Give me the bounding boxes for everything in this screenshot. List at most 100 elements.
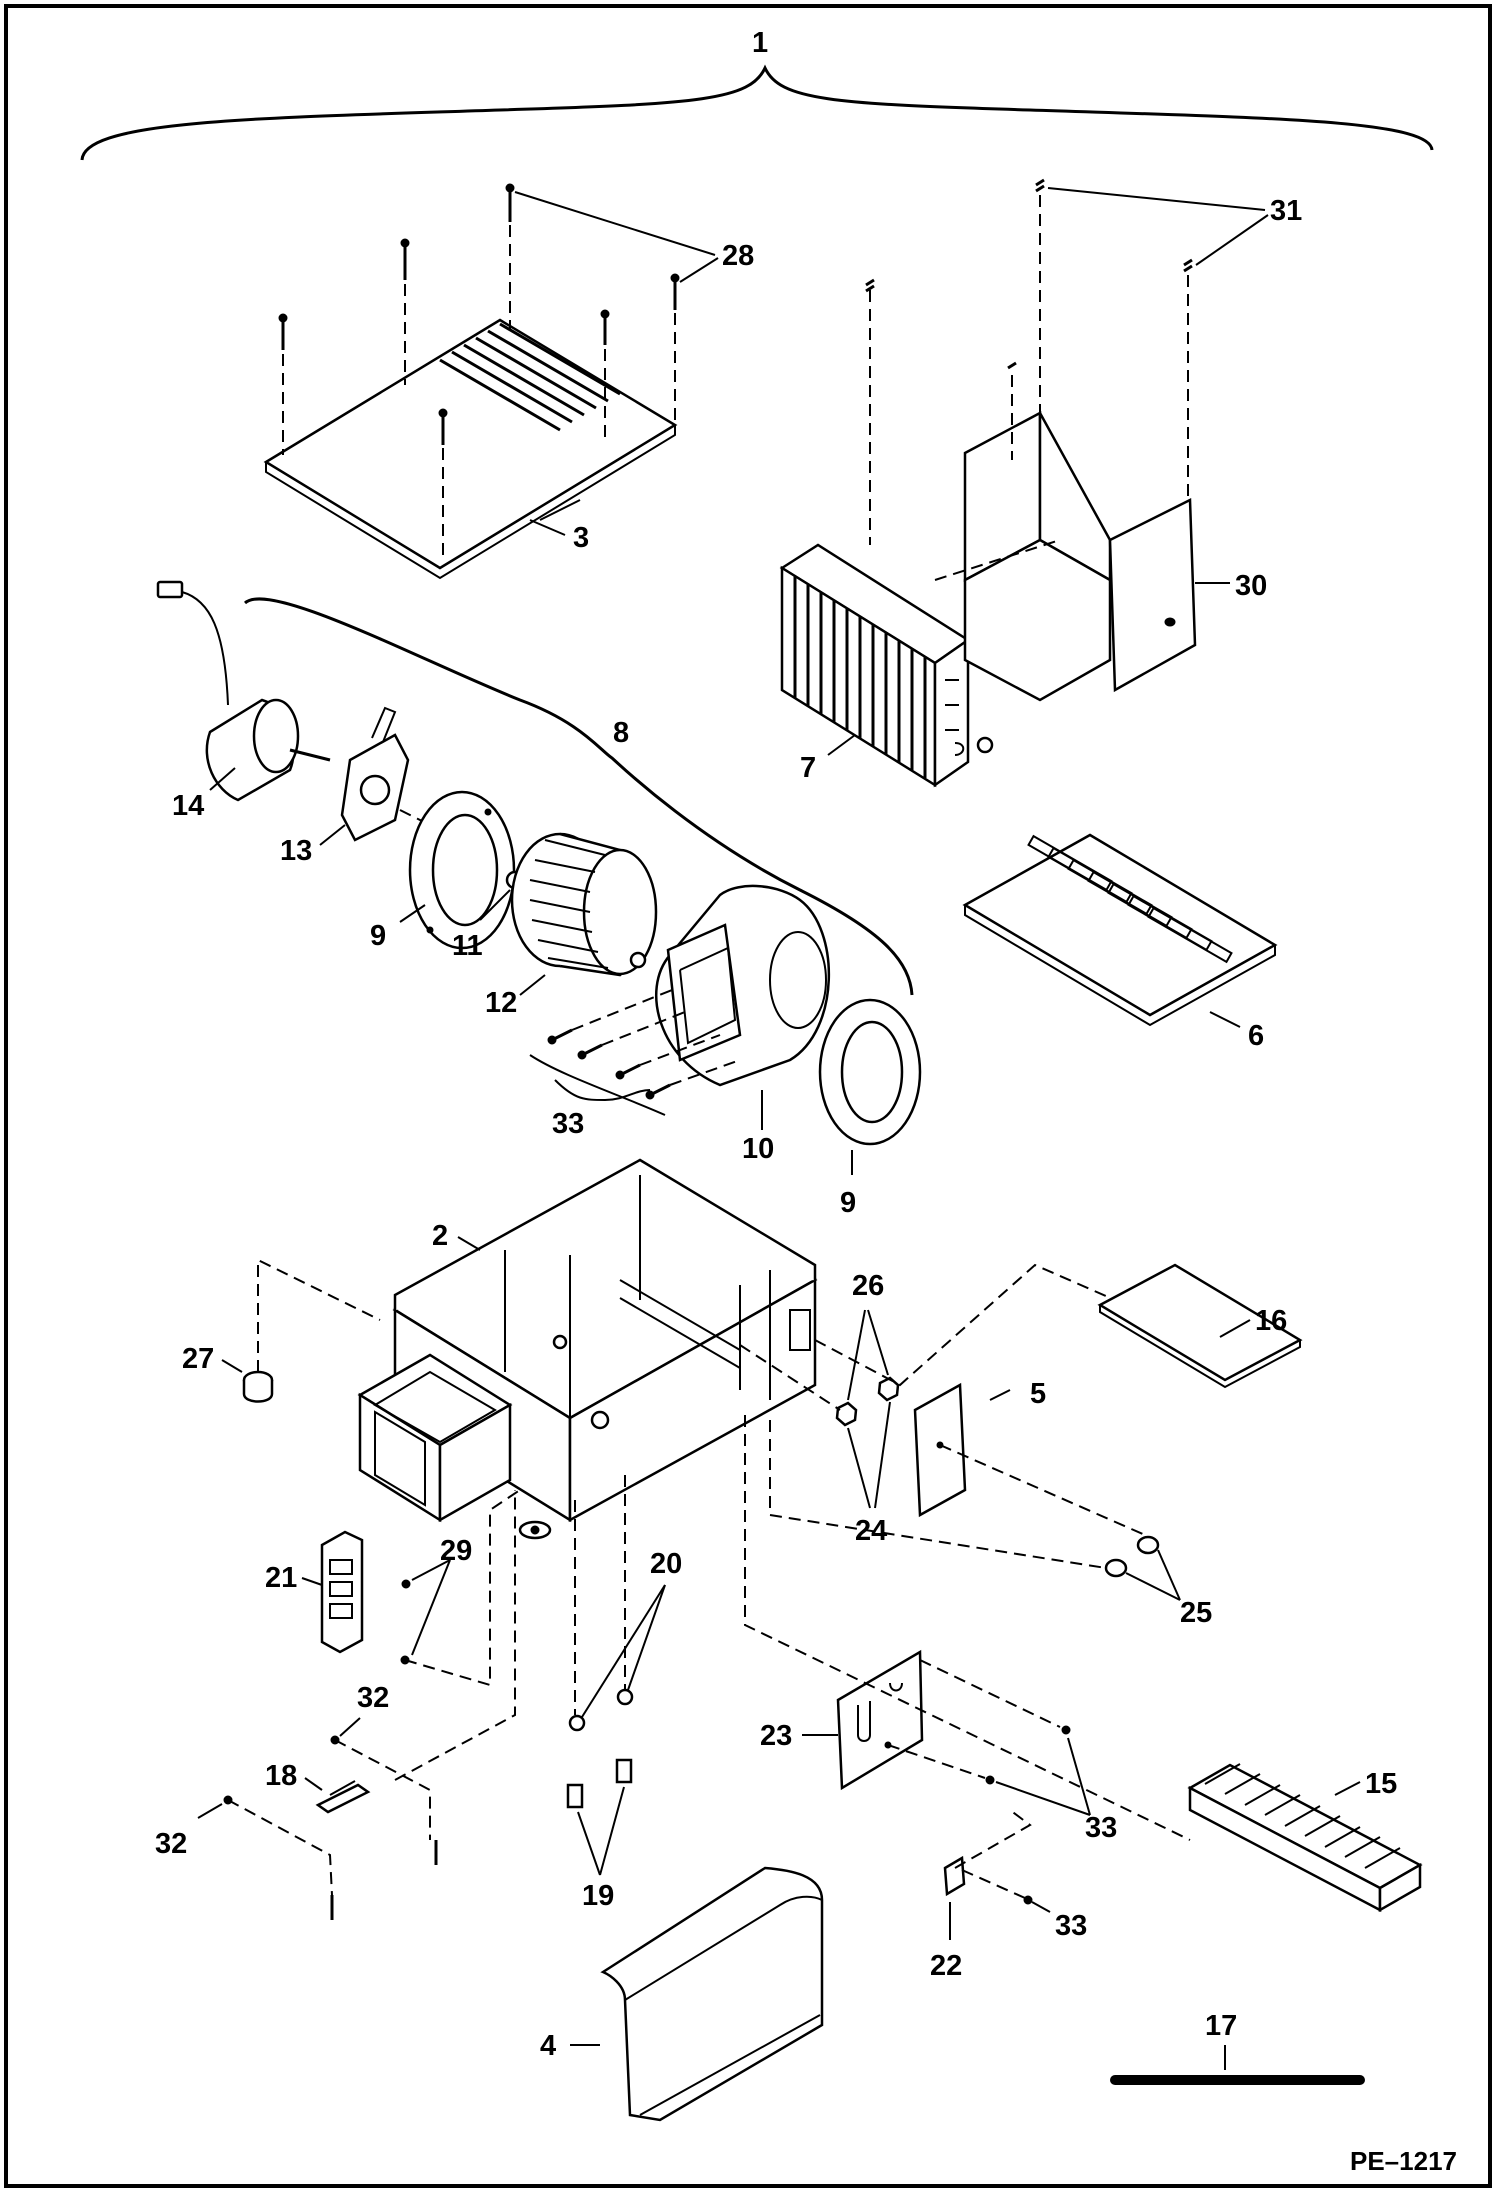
blower-resistor <box>315 1780 371 1814</box>
blower-screws <box>547 989 741 1100</box>
callout-6: 6 <box>1248 1020 1264 1052</box>
leader-20a <box>581 1584 666 1718</box>
callout-25: 25 <box>1180 1597 1212 1629</box>
callout-17: 17 <box>1205 2010 1237 2042</box>
leader-32a <box>339 1717 361 1737</box>
callout-3: 3 <box>573 522 589 554</box>
leader-31a <box>1047 187 1266 211</box>
drain-fittings <box>566 1688 634 1809</box>
leader-19b <box>599 1786 625 1876</box>
leader-33b1 <box>1067 1737 1091 1816</box>
leader-33b2 <box>995 1781 1091 1816</box>
leader-5 <box>989 1389 1011 1401</box>
leader-32b <box>197 1803 223 1819</box>
leader-26a <box>847 1309 866 1401</box>
leader-12 <box>519 974 546 996</box>
blower-scroll-housing <box>655 884 831 1087</box>
switch-screws <box>400 1579 411 1665</box>
leader-31b <box>1195 214 1269 266</box>
inlet-ring-left <box>408 790 516 950</box>
diagram-frame <box>4 4 1492 2188</box>
callout-4: 4 <box>540 2030 556 2062</box>
blower-motor <box>156 580 331 802</box>
leader-16 <box>1219 1319 1251 1338</box>
rubber-isolator <box>242 1370 274 1403</box>
filter-pad <box>1097 1263 1303 1389</box>
access-gasket-plate <box>913 1382 967 1518</box>
leader-14 <box>209 767 236 791</box>
leader-6 <box>1209 1011 1241 1028</box>
callout-2: 2 <box>432 1220 448 1252</box>
leader-28b <box>679 257 719 283</box>
callout-33a: 33 <box>552 1108 584 1140</box>
callout-33c: 33 <box>1055 1910 1087 1942</box>
motor-mounting-plate <box>340 706 410 842</box>
document-id: PE–1217 <box>1350 2146 1457 2176</box>
callout-30: 30 <box>1235 570 1267 602</box>
callout-13: 13 <box>280 835 312 867</box>
callout-23: 23 <box>760 1720 792 1752</box>
blower-wire <box>529 1054 666 1116</box>
leader-9a <box>399 904 426 923</box>
inlet-ring-right <box>818 998 922 1146</box>
callout-31: 31 <box>1270 195 1302 227</box>
retaining-nuts <box>835 1376 900 1427</box>
leader-25b <box>1125 1572 1181 1601</box>
leader-29b <box>411 1559 451 1656</box>
control-switch <box>320 1530 364 1654</box>
callout-19: 19 <box>582 1880 614 1912</box>
callout-15: 15 <box>1365 1768 1397 1800</box>
callout-8: 8 <box>613 717 629 749</box>
main-case <box>357 1158 818 1540</box>
callout-21: 21 <box>265 1562 297 1594</box>
callout-1: 1 <box>752 27 768 59</box>
leader-28 <box>514 191 716 256</box>
callout-20: 20 <box>650 1548 682 1580</box>
callout-10: 10 <box>742 1133 774 1165</box>
leader-15 <box>1334 1781 1361 1796</box>
housing-screws <box>1007 178 1193 500</box>
leader-27 <box>221 1359 243 1373</box>
callout-14: 14 <box>172 790 204 822</box>
blower-group-brace <box>243 597 914 996</box>
callout-29: 29 <box>440 1535 472 1567</box>
leader-3 <box>529 519 566 536</box>
air-filter <box>1187 1763 1423 1913</box>
callout-26: 26 <box>852 1270 884 1302</box>
callout-32b: 32 <box>155 1828 187 1860</box>
evaporator-housing <box>963 410 1197 702</box>
leader-25a <box>1157 1549 1181 1601</box>
top-cover <box>263 318 678 580</box>
callout-7: 7 <box>800 752 816 784</box>
evaporator-coil <box>779 543 994 788</box>
leader-24b <box>874 1401 891 1509</box>
callout-9a: 9 <box>370 920 386 952</box>
small-clip-bracket <box>943 1855 966 1897</box>
leader-18 <box>304 1777 323 1791</box>
bracket-screws <box>985 1725 1071 1905</box>
leader-26b <box>867 1309 889 1376</box>
leader-33a <box>554 1079 651 1102</box>
callout-22: 22 <box>930 1950 962 1982</box>
leader-29a <box>411 1559 451 1581</box>
leader-11 <box>479 889 511 921</box>
callout-27: 27 <box>182 1343 214 1375</box>
callout-33b: 33 <box>1085 1812 1117 1844</box>
assembly-brace <box>80 64 1434 161</box>
leader-2 <box>457 1236 481 1251</box>
cover-vent-slots <box>439 322 621 432</box>
mounting-bracket <box>836 1649 924 1791</box>
callout-32a: 32 <box>357 1682 389 1714</box>
side-cover <box>600 1866 824 2122</box>
callout-9b: 9 <box>840 1187 856 1219</box>
cover-screws <box>278 183 680 560</box>
callout-12: 12 <box>485 987 517 1019</box>
callout-5: 5 <box>1030 1378 1046 1410</box>
blower-wheel <box>510 832 658 977</box>
leader-13 <box>319 824 346 846</box>
resistor-screws <box>223 1735 438 1920</box>
callout-18: 18 <box>265 1760 297 1792</box>
leader-7 <box>827 734 856 756</box>
callout-24: 24 <box>855 1515 887 1547</box>
